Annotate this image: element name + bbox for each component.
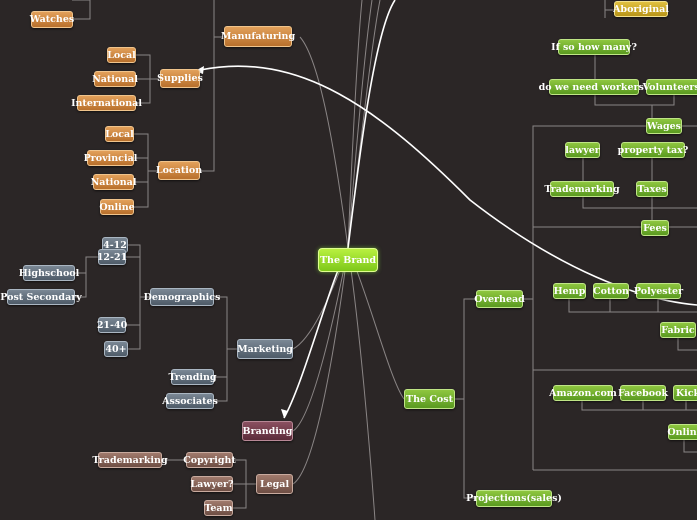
demographics-node[interactable]: Demographics	[144, 288, 220, 306]
manufacturing-node[interactable]: Manufaturing	[221, 26, 295, 47]
kick-node[interactable]: Kick	[673, 385, 697, 401]
aboriginal-node[interactable]: Aboriginal	[613, 1, 669, 17]
wages-node[interactable]: Wages	[646, 118, 682, 134]
overhead-node[interactable]: Overhead	[474, 290, 525, 308]
supplies-international-node[interactable]: International	[71, 95, 142, 111]
legal-trademarking-node[interactable]: Trademarking	[92, 452, 168, 468]
location-national-node[interactable]: National	[91, 174, 136, 190]
legal-node[interactable]: Legal	[256, 474, 293, 494]
projections-node[interactable]: Projections(sales)	[466, 490, 562, 507]
age-12-21-node[interactable]: 12-21	[97, 249, 127, 265]
polyester-node[interactable]: Polyester	[634, 283, 683, 299]
fees-node[interactable]: Fees	[641, 220, 669, 236]
supplies-local-node[interactable]: Local	[107, 47, 136, 63]
if-so-how-many-node[interactable]: If so how many?	[551, 39, 637, 55]
facebook-node[interactable]: Facebook	[618, 385, 668, 401]
age-40-plus-node[interactable]: 40+	[104, 341, 128, 357]
copyright-node[interactable]: Copyright	[183, 452, 236, 468]
location-node[interactable]: Location	[156, 161, 202, 180]
age-21-40-node[interactable]: 21-40	[97, 317, 127, 333]
associates-node[interactable]: Associates	[162, 393, 218, 409]
post-secondary-node[interactable]: Post Secondary	[0, 289, 82, 305]
online-node[interactable]: Online	[667, 424, 697, 440]
supplies-national-node[interactable]: National	[92, 71, 138, 87]
location-online-node[interactable]: Online	[99, 199, 135, 215]
branding-node[interactable]: Branding	[242, 421, 293, 441]
location-local-node[interactable]: Local	[105, 126, 134, 142]
supplies-node[interactable]: Supplies	[157, 69, 203, 88]
watches-node[interactable]: Watches	[30, 11, 74, 28]
highschool-node[interactable]: Highschool	[19, 265, 79, 281]
taxes-node[interactable]: Taxes	[636, 181, 668, 197]
root-node[interactable]: The Brand	[318, 248, 378, 272]
volunteers-node[interactable]: Volunteers?	[643, 79, 697, 95]
hemp-node[interactable]: Hemp	[553, 283, 586, 299]
cost-lawyer-node[interactable]: lawyer	[565, 142, 600, 158]
amazon-node[interactable]: Amazon.com	[549, 385, 617, 401]
need-workers-node[interactable]: do we need workers?	[539, 79, 649, 95]
property-tax-node[interactable]: property tax?	[618, 142, 688, 158]
fabric-node[interactable]: Fabric	[660, 322, 696, 338]
cost-trademarking-node[interactable]: Trademarking	[544, 181, 620, 197]
the-cost-node[interactable]: The Cost	[404, 389, 455, 409]
lawyer-node[interactable]: Lawyer?	[190, 476, 234, 492]
marketing-node[interactable]: Marketing	[237, 339, 293, 359]
trending-node[interactable]: Trending	[168, 369, 217, 385]
team-node[interactable]: Team	[204, 500, 233, 516]
location-provincial-node[interactable]: Provincial	[84, 150, 137, 166]
cotton-node[interactable]: Cotton	[593, 283, 629, 299]
